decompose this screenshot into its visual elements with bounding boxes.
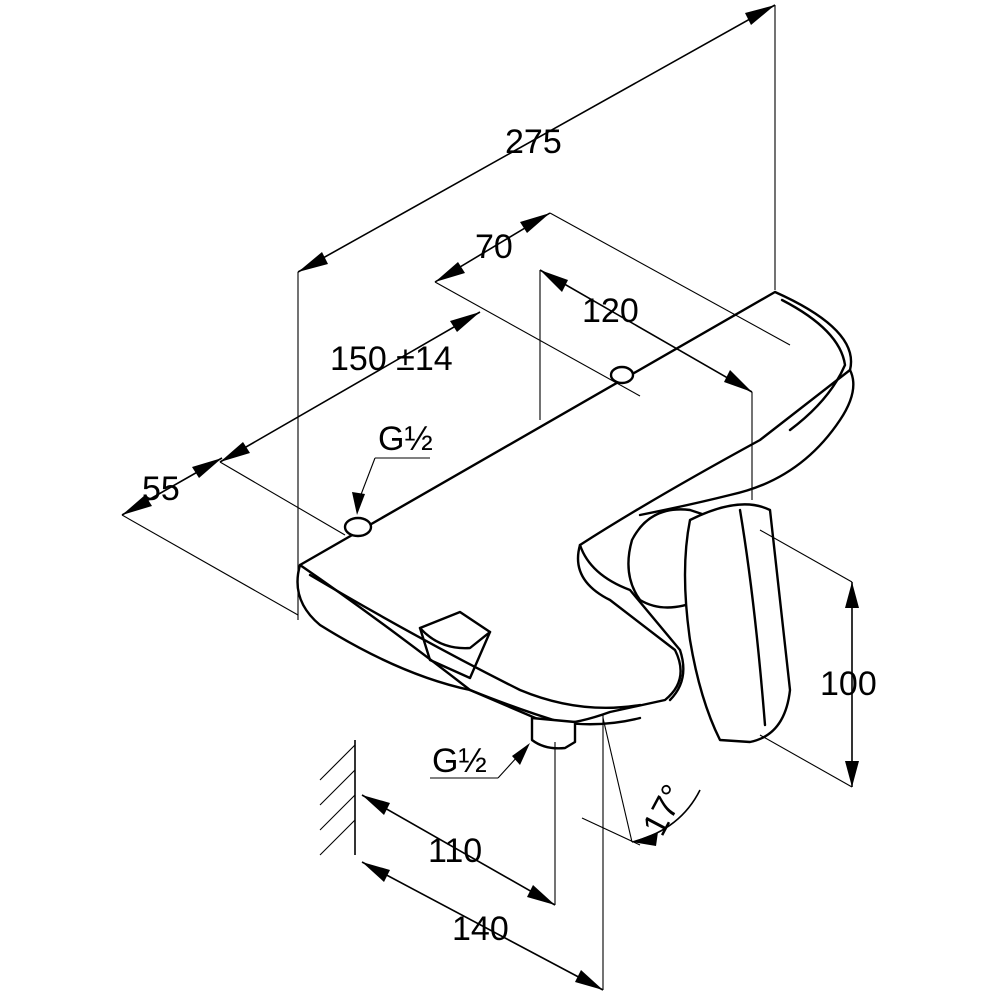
wall-symbol <box>319 740 356 856</box>
thread-label-bottom: G½ <box>430 742 530 780</box>
dim-150-label: 150 ±14 <box>330 340 453 378</box>
dim-100-label: 100 <box>820 665 877 703</box>
lever-handle <box>683 503 792 744</box>
spout-outlet-lip <box>418 626 492 680</box>
faucet-right-contour <box>638 368 855 517</box>
dim-100: 100 <box>759 529 877 788</box>
faucet-inner-curve <box>578 543 685 702</box>
dim-120-label: 120 <box>582 292 639 330</box>
spout-outlet <box>418 610 492 650</box>
dim-150: 150 ±14 <box>219 311 481 536</box>
dim-55: 55 <box>121 457 299 616</box>
thread-top-label: G½ <box>378 420 433 458</box>
thread-bottom-label: G½ <box>432 742 487 780</box>
faucet-bevel-line <box>308 573 642 710</box>
dim-angle: 17° <box>581 717 701 846</box>
dim-275-label: 275 <box>505 123 562 161</box>
dim-angle-label: 17° <box>636 779 694 842</box>
dim-110-label: 110 <box>428 832 482 870</box>
dim-140: 140 <box>361 715 604 991</box>
rear-inlet-stub <box>609 365 635 385</box>
dim-70: 70 <box>434 212 791 397</box>
dim-275: 275 <box>297 4 776 620</box>
dim-55-label: 55 <box>142 470 180 508</box>
faucet-body <box>296 290 855 750</box>
lever-handle-edge <box>738 508 767 727</box>
dim-140-label: 140 <box>452 910 509 948</box>
dim-70-label: 70 <box>475 228 513 266</box>
dim-120: 120 <box>539 269 753 500</box>
outlet-stub <box>530 716 577 750</box>
top-inlet-stub <box>343 516 373 538</box>
thread-label-top: G½ <box>352 420 433 515</box>
dim-110: 110 <box>361 742 556 906</box>
faucet-upper-bevel <box>780 298 847 432</box>
